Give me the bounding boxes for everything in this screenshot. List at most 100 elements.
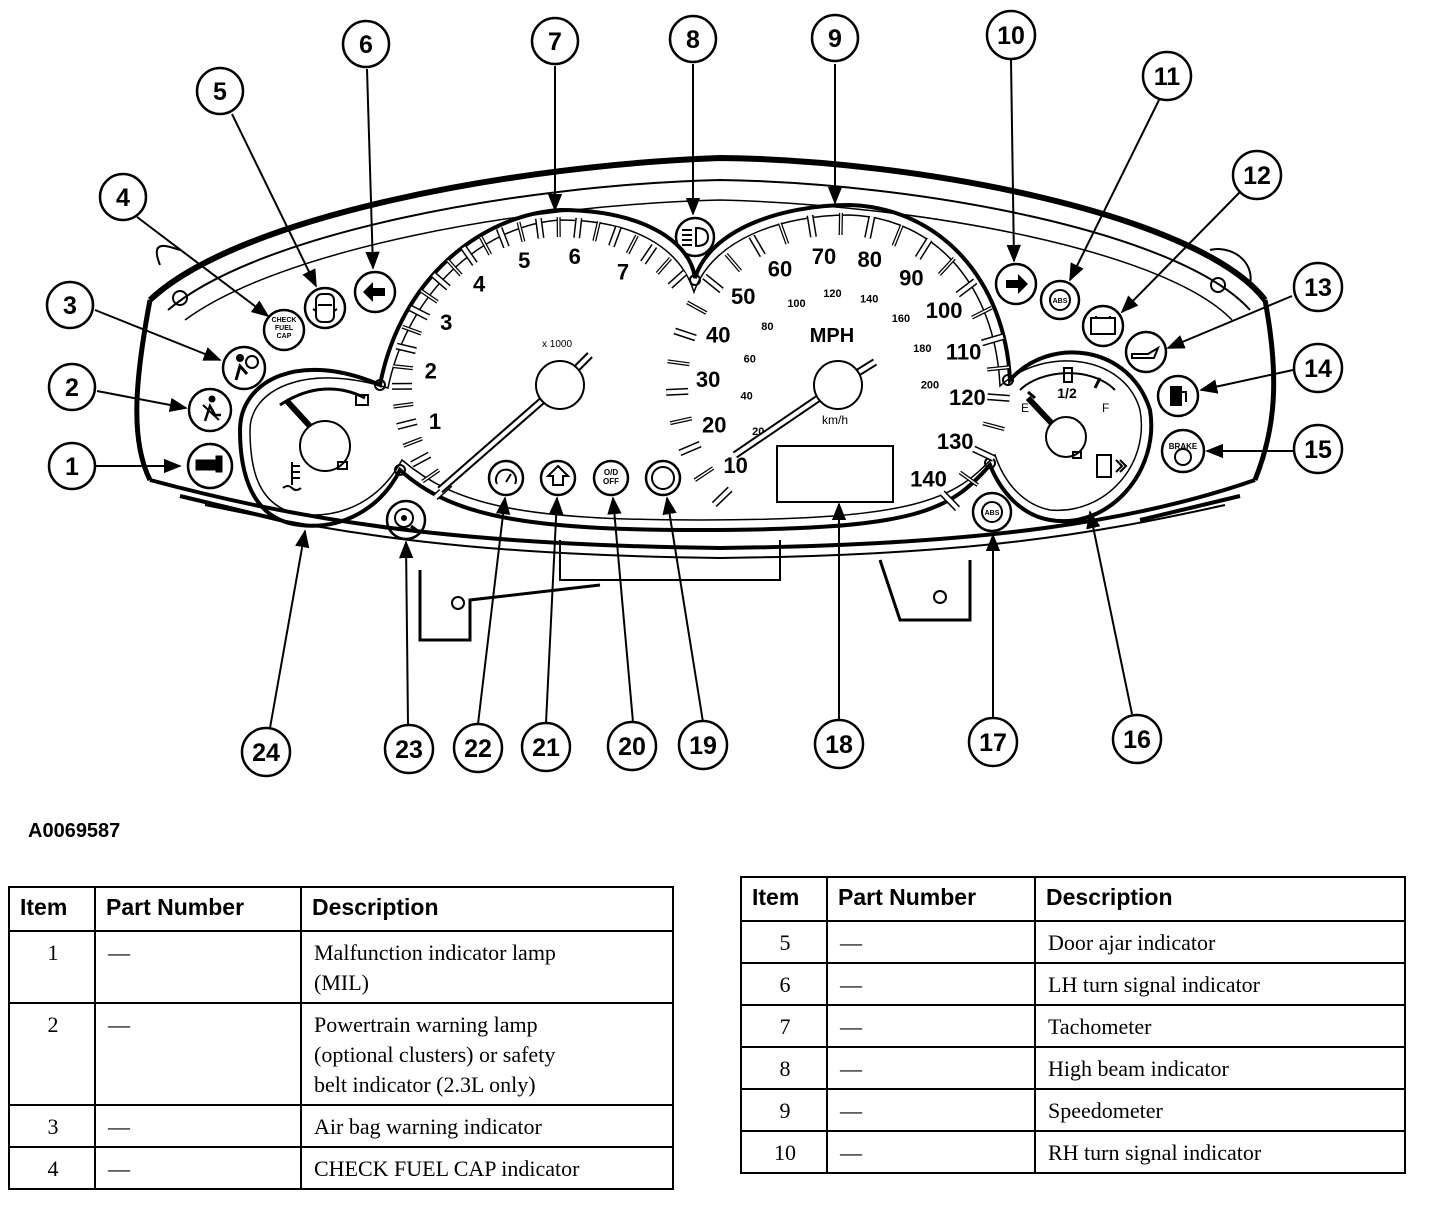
speedometer-kmh-label: 80 (761, 321, 773, 333)
tick-mark (667, 360, 690, 366)
svg-text:21: 21 (532, 734, 560, 762)
lh-turn-signal-icon (353, 270, 397, 314)
description-cell: LH turn signal indicator (1034, 962, 1406, 1006)
tick-mark (679, 442, 701, 455)
tick-mark (725, 253, 742, 272)
abs-warning-icon: ABS (1039, 279, 1081, 321)
speedometer-mph-label: 70 (812, 244, 836, 269)
description-line: (MIL) (314, 970, 369, 995)
part-number-cell: — (826, 920, 1036, 964)
tick-mark (656, 257, 671, 274)
table-row: 8—High beam indicator (740, 1046, 1406, 1090)
speedometer-kmh-label: 120 (823, 288, 841, 300)
svg-text:13: 13 (1304, 274, 1332, 302)
tick-mark (987, 394, 1010, 401)
tachometer-label: 4 (473, 271, 486, 296)
callout-15: 15 (1292, 423, 1344, 475)
description-cell: RH turn signal indicator (1034, 1130, 1406, 1174)
callout-11: 11 (1141, 50, 1193, 102)
tick-mark (703, 275, 723, 292)
callout-19: 19 (677, 719, 729, 771)
tachometer-label: 3 (440, 310, 452, 335)
speedometer-kmh-label: 180 (913, 343, 931, 355)
battery-charge-icon (1081, 304, 1125, 348)
tick-mark (393, 365, 413, 370)
table-row: 1—Malfunction indicator lamp(MIL) (8, 930, 674, 1004)
svg-text:18: 18 (825, 731, 853, 759)
figure-reference-code: A0069587 (28, 820, 121, 842)
fuel-pump-icon (1096, 454, 1128, 478)
callout-24: 24 (240, 726, 292, 778)
svg-text:12: 12 (1243, 162, 1271, 190)
svg-text:15: 15 (1304, 436, 1332, 464)
tick-mark (396, 419, 418, 429)
tick-mark (393, 403, 414, 408)
svg-text:10: 10 (997, 22, 1025, 50)
tick-mark (674, 329, 697, 340)
speedometer-tick-marks (666, 212, 1010, 512)
callout-4: 4 (98, 172, 148, 222)
tick-mark (916, 238, 932, 260)
callout-9: 9 (810, 13, 860, 63)
description-cell: Malfunction indicator lamp(MIL) (300, 930, 674, 1004)
speedometer-mph-label: 90 (899, 266, 923, 291)
part-number-cell: — (826, 1046, 1036, 1090)
callout-7: 7 (530, 16, 580, 66)
tick-mark (480, 236, 491, 255)
table-row: 9—Speedometer (740, 1088, 1406, 1132)
tachometer-hub (535, 360, 585, 410)
tick-mark (410, 453, 431, 467)
callout-23: 23 (383, 723, 435, 775)
tick-mark (403, 437, 423, 447)
coolant-temp-icon (282, 462, 302, 491)
seatbelt-icon (187, 387, 233, 433)
speedometer-mph-label: 110 (946, 339, 982, 364)
callout-10: 10 (985, 9, 1037, 61)
description-cell: CHECK FUEL CAP indicator (300, 1146, 674, 1190)
description-cell: Door ajar indicator (1034, 920, 1406, 964)
callout-17: 17 (967, 716, 1019, 768)
svg-text:22: 22 (464, 735, 492, 763)
tick-mark (971, 307, 993, 319)
tick-mark (981, 334, 1004, 345)
speedometer-unit-label: MPH (810, 325, 854, 347)
description-line: (optional clusters) or safety (314, 1042, 556, 1067)
description-column-header: Description (300, 886, 674, 932)
svg-text:6: 6 (359, 31, 373, 59)
item-cell: 10 (740, 1130, 828, 1174)
tick-mark (517, 222, 525, 242)
door-ajar-icon (303, 286, 347, 330)
abs-label: ABS (1053, 298, 1068, 305)
tick-mark (432, 273, 450, 290)
description-line: belt indicator (2.3L only) (314, 1072, 536, 1097)
item-cell: 4 (8, 1146, 96, 1190)
svg-text:1: 1 (65, 453, 79, 481)
speedometer-mph-label: 130 (937, 429, 974, 454)
tick-mark (497, 227, 509, 248)
tachometer-label: 6 (569, 244, 581, 269)
tick-mark (940, 491, 959, 511)
indicator-label-line: CHECK (272, 317, 297, 324)
oil-pressure-icon (1124, 330, 1168, 374)
description-line: Powertrain warning lamp (314, 1012, 538, 1037)
speedometer-mph-label: 30 (696, 367, 720, 392)
callout-20: 20 (606, 720, 658, 772)
callout-22: 22 (452, 722, 504, 774)
svg-text:20: 20 (618, 733, 646, 761)
svg-text:19: 19 (689, 732, 717, 760)
part-number-cell: — (826, 1088, 1036, 1132)
tick-mark (666, 389, 689, 395)
svg-text:4: 4 (116, 184, 130, 212)
svg-text:5: 5 (213, 78, 227, 106)
speedometer-mph-label: 140 (910, 466, 947, 491)
tick-mark (461, 246, 477, 266)
brake-warning-icon: BRAKE (1160, 428, 1206, 474)
